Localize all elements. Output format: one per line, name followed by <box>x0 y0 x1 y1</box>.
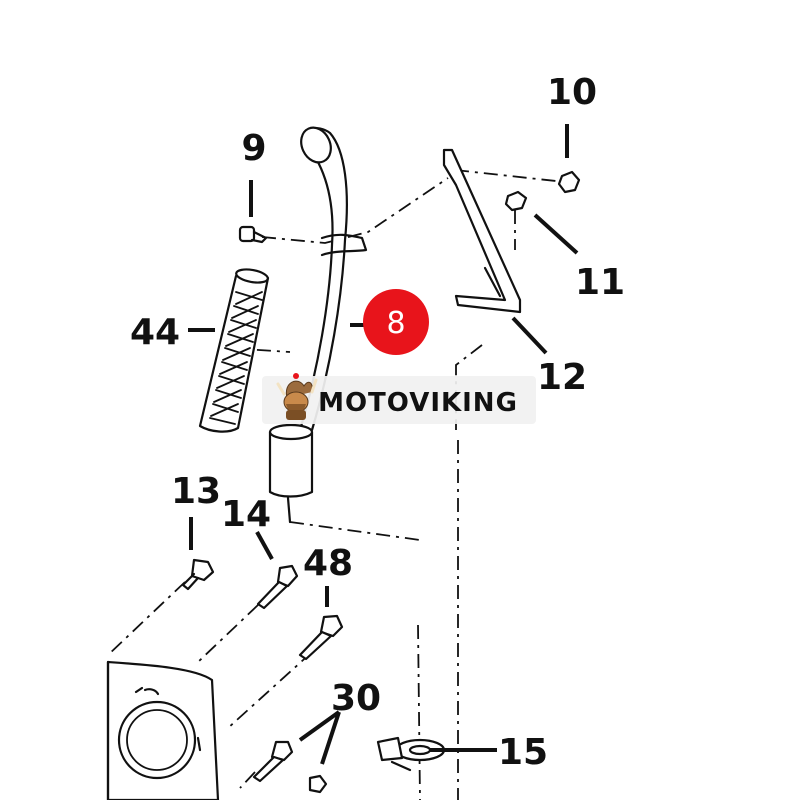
part-label-44: 44 <box>130 312 180 353</box>
nut-11 <box>504 190 528 212</box>
watermark-text: MOTOVIKING <box>318 388 518 418</box>
leader-lines <box>188 124 579 765</box>
watermark: MOTOVIKING <box>262 373 536 424</box>
callout-number: 8 <box>386 306 405 341</box>
muffler-housing-part <box>106 660 220 800</box>
part-label-48: 48 <box>303 543 353 584</box>
watermark-background <box>262 376 536 424</box>
viking-mascot-icon <box>276 373 318 420</box>
part-label-13: 13 <box>171 471 221 512</box>
bolt-13 <box>181 558 215 591</box>
part-label-30: 30 <box>331 678 381 719</box>
exhaust-pipe-part <box>268 126 368 524</box>
part-label-15: 15 <box>498 732 548 773</box>
heat-shield-sleeve-part <box>198 268 270 433</box>
clamp-15 <box>376 736 446 772</box>
bolt-30 <box>252 740 328 794</box>
part-label-10: 10 <box>547 72 597 113</box>
part-label-14: 14 <box>221 494 271 535</box>
part-label-11: 11 <box>575 262 625 303</box>
bolt-9 <box>238 225 268 244</box>
part-label-9: 9 <box>241 128 266 169</box>
bolt-14 <box>256 564 299 610</box>
callout-badge: 8 <box>363 289 429 355</box>
assembly-centerlines <box>107 169 566 800</box>
nut-10 <box>557 170 581 194</box>
part-label-12: 12 <box>537 357 587 398</box>
bracket-part <box>442 148 522 314</box>
callout-circle <box>363 289 429 355</box>
bolt-48 <box>298 614 344 661</box>
